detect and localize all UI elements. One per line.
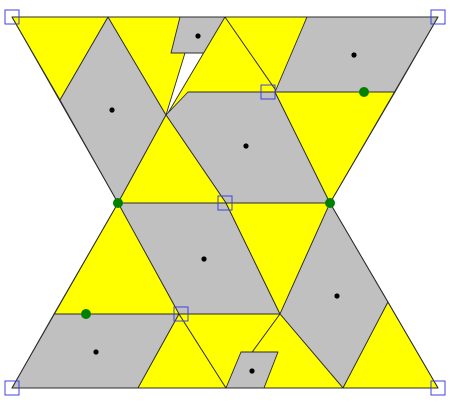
rhombus-center-dot: [93, 349, 99, 355]
green-point[interactable]: [325, 198, 335, 208]
corner-handle-bottom-left[interactable]: [4, 380, 20, 396]
vertex-handle[interactable]: [217, 195, 233, 211]
center-dots-layer: [93, 33, 357, 374]
rhombus-center-dot: [351, 52, 357, 58]
rhombus-center-dot: [249, 368, 255, 374]
rhombus-center-dot: [109, 107, 115, 113]
rhombus-center-dot: [243, 143, 249, 149]
corner-handle-top-left[interactable]: [4, 9, 20, 25]
green-point[interactable]: [359, 87, 369, 97]
vertex-handle[interactable]: [173, 306, 189, 322]
green-point[interactable]: [81, 309, 91, 319]
green-points-layer[interactable]: [81, 87, 369, 319]
green-point[interactable]: [113, 198, 123, 208]
corner-handle-bottom-right[interactable]: [430, 380, 446, 396]
rhombus-center-dot: [334, 293, 340, 299]
corner-handle-top-right[interactable]: [430, 9, 446, 25]
rhombus-center-dot: [201, 256, 207, 262]
vertex-handle[interactable]: [260, 84, 276, 100]
rhombus-center-dot: [195, 33, 201, 39]
handles-layer[interactable]: [4, 9, 446, 396]
